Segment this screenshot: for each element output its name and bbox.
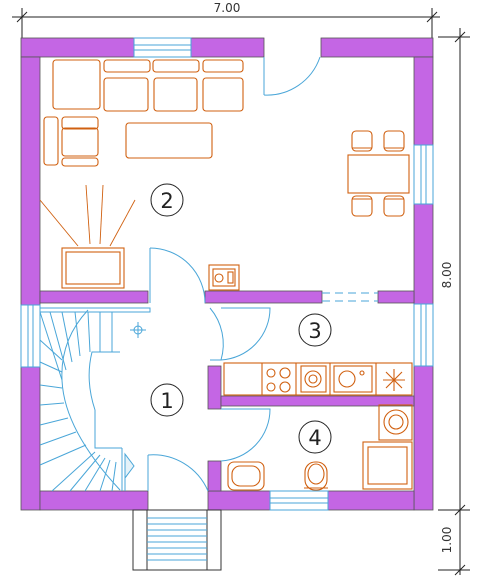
oven xyxy=(300,365,327,393)
bathroom-fixtures xyxy=(227,404,413,491)
entrance-depth-label: 1.00 xyxy=(440,527,454,554)
room-4-number: 4 xyxy=(308,426,321,450)
sofa-back-3 xyxy=(202,59,244,73)
interior-walls xyxy=(39,290,415,492)
room-1-marker xyxy=(150,383,184,417)
armchair xyxy=(52,59,101,110)
room-2-number: 2 xyxy=(160,189,173,213)
room-4-marker xyxy=(298,420,332,454)
hob-burner xyxy=(266,368,276,378)
sofa-seat-2 xyxy=(153,77,198,112)
sink xyxy=(333,365,373,393)
toilet xyxy=(304,461,328,491)
room-3-number: 3 xyxy=(308,319,321,343)
washing-machine xyxy=(378,404,413,441)
room-3-marker xyxy=(298,313,332,347)
sofa-seat-1 xyxy=(103,77,149,112)
stove xyxy=(208,264,240,291)
dimension-width xyxy=(12,8,440,38)
armchair-2 xyxy=(61,127,99,157)
doors xyxy=(147,56,378,492)
living-furniture xyxy=(39,59,244,291)
kitchen-counter xyxy=(223,362,413,396)
depth-label: 8.00 xyxy=(440,262,454,289)
tv-unit xyxy=(61,247,125,289)
room-2-marker xyxy=(150,183,184,217)
dimension-depth xyxy=(438,28,470,576)
sofa-back-2 xyxy=(152,59,200,73)
counter xyxy=(223,362,413,396)
dining-set xyxy=(347,130,410,217)
washbasin xyxy=(227,461,265,491)
shower-tray xyxy=(362,441,413,490)
room-1-number: 1 xyxy=(160,389,173,413)
exterior-walls xyxy=(20,37,434,511)
coffee-table xyxy=(125,122,213,159)
windows xyxy=(20,37,434,511)
fan-icon xyxy=(383,369,405,391)
dining-table xyxy=(347,154,410,194)
entrance-steps xyxy=(132,509,222,571)
room-labels xyxy=(150,183,332,454)
sofa-seat-3 xyxy=(202,77,244,112)
sofa-back-1 xyxy=(103,59,151,73)
width-label: 7.00 xyxy=(214,1,241,15)
armchair-side xyxy=(43,116,59,166)
staircase xyxy=(39,307,151,492)
